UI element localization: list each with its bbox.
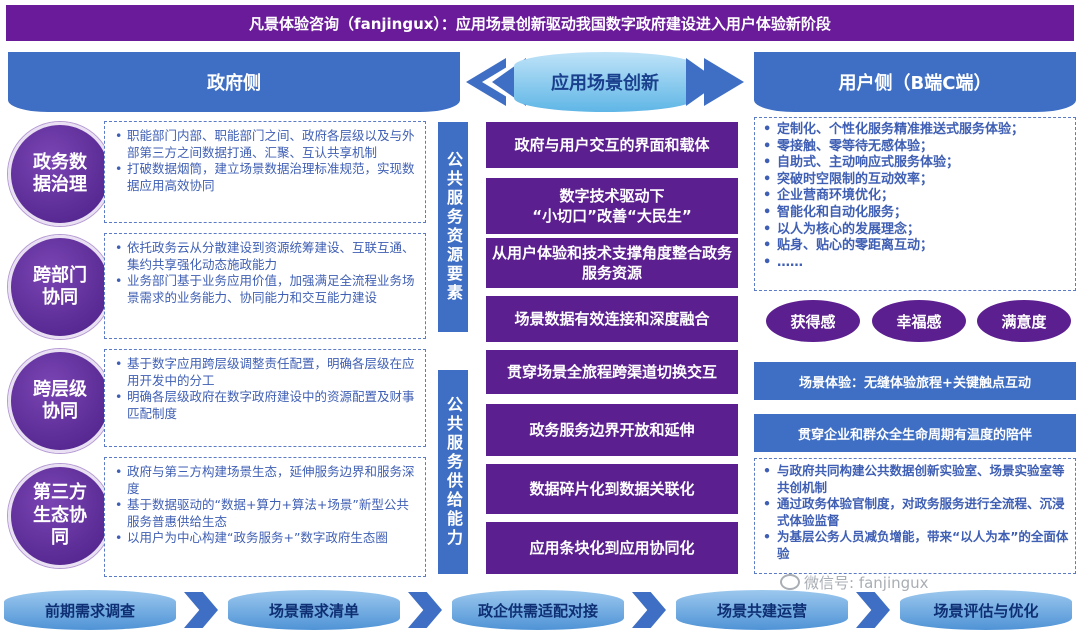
oval-satisfaction: 满意度 [977,300,1071,342]
oval-sense-of-gain: 获得感 [766,300,860,342]
gov-row-3-box: 基于数字应用跨层级调整责任配置，明确各层级在应用开发中的分工 明确各层级政府在数… [104,349,426,447]
center-box-boundary-open: 政务服务边界开放和延伸 [486,404,738,456]
circle-data-governance: 政务数据治理 [8,122,112,226]
gov-row-4-item: 基于数据驱动的“数据+算力+算法+场景”新型公共服务普惠供给生态 [115,497,417,530]
user-list-item: …… [763,255,1069,272]
step-scene-list: 场景需求清单 [228,590,400,630]
gov-row-2-item: 依托政务云从分散建设到资源统筹建设、互联互通、集约共享强化动态施政能力 [115,240,417,273]
user-list-item: 企业营商环境优化； [763,188,1069,205]
bluebar-scene-experience: 场景体验：无缝体验旅程+关键触点互动 [754,362,1076,400]
circle-cross-level: 跨层级协同 [8,349,112,453]
circle-cross-department: 跨部门协同 [8,235,112,339]
gov-row-4-box: 政府与第三方构建场景生态，延伸服务边界和服务深度 基于数据驱动的“数据+算力+算… [104,457,426,577]
chevron-right-icon [184,592,218,628]
step-needs-survey: 前期需求调查 [4,590,176,630]
gov-side-header: 政府侧 [8,52,460,112]
gov-row-4-item: 以用户为中心构建“政务服务+”数字政府生态圈 [115,530,417,547]
user-cocreation-box: 与政府共同构建公共数据创新实验室、场景实验室等共创机制 通过政务体验官制度，对政… [754,458,1076,574]
step-evaluation: 场景评估与优化 [900,590,1072,630]
user-list-item: 突破时空限制的互动效率； [763,172,1069,189]
center-box-app-collaboration: 应用条块化到应用协同化 [486,522,738,574]
user-list-item: 以人为核心的发展理念； [763,222,1069,239]
center-box-data-connection: 场景数据有效连接和深度融合 [486,296,738,342]
user-list-item: 贴身、贴心的零距离互动； [763,238,1069,255]
chevron-right-icon [856,592,890,628]
center-box-digital-tech: 数字技术驱动下 “小切口”改善“大民生” [486,178,738,234]
watermark-text: 微信号: fanjingux [804,573,929,592]
user-bottom-item: 与政府共同构建公共数据创新实验室、场景实验室等共创机制 [763,463,1069,496]
user-list-item: 定制化、个性化服务精准推送式服务体验； [763,122,1069,139]
circle-third-party-ecosystem: 第三方生态协同 [8,464,112,568]
bluebar-lifecycle: 贯穿企业和群众全生命周期有温度的陪伴 [754,414,1076,452]
center-box-data-association: 数据碎片化到数据关联化 [486,464,738,514]
user-list-item: 零接触、零等待无感体验； [763,139,1069,156]
center-box-integrate-resources: 从用户体验和技术支撑角度整合政务服务资源 [486,238,738,288]
gov-row-2-box: 依托政务云从分散建设到资源统筹建设、互联互通、集约共享强化动态施政能力 业务部门… [104,233,426,339]
gov-row-3-item: 明确各层级政府在数字政府建设中的资源配置及财事匹配制度 [115,389,417,422]
user-bottom-item: 为基层公务人员减负增能，带来“以人为本”的全面体验 [763,529,1069,562]
vertical-label-resources: 公共服务资源要素 [438,122,468,332]
center-box-interface: 政府与用户交互的界面和载体 [486,122,738,168]
user-bottom-item: 通过政务体验官制度，对政务服务进行全流程、沉浸式体验监督 [763,496,1069,529]
step-supply-matching: 政企供需适配对接 [452,590,624,630]
center-box-cross-channel: 贯穿场景全旅程跨渠道切换交互 [486,350,738,394]
wechat-icon [780,574,800,590]
user-list-item: 自助式、主动响应式服务体验； [763,155,1069,172]
vertical-label-supply: 公共服务供给能力 [438,370,468,574]
oval-happiness: 幸福感 [872,300,966,342]
center-header: 应用场景创新 [514,52,696,112]
user-experience-list: 定制化、个性化服务精准推送式服务体验； 零接触、零等待无感体验； 自助式、主动响… [754,117,1076,291]
gov-row-1-item: 打破数据烟筒，建立场景数据治理标准规范，实现数据应用高效协同 [115,161,417,194]
watermark: 微信号: fanjingux [780,571,1050,593]
user-list-item: 智能化和自动化服务； [763,205,1069,222]
page-title: 凡景体验咨询（fanjingux）：应用场景创新驱动我国数字政府建设进入用户体验… [6,5,1074,41]
step-co-operation: 场景共建运营 [676,590,848,630]
gov-row-4-item: 政府与第三方构建场景生态，延伸服务边界和服务深度 [115,464,417,497]
gov-row-1-item: 职能部门内部、职能部门之间、政府各层级以及与外部第三方之间数据打通、汇聚、互认共… [115,128,417,161]
gov-row-2-item: 业务部门基于业务应用价值，加强满足全流程业务场景需求的业务能力、协同能力和交互能… [115,273,417,306]
chevron-right-icon [632,592,666,628]
chevron-right-icon [408,592,442,628]
user-side-header: 用户侧（B端C端） [754,52,1076,112]
gov-row-3-item: 基于数字应用跨层级调整责任配置，明确各层级在应用开发中的分工 [115,356,417,389]
gov-row-1-box: 职能部门内部、职能部门之间、政府各层级以及与外部第三方之间数据打通、汇聚、互认共… [104,121,426,223]
right-arrow-icon [704,58,744,106]
